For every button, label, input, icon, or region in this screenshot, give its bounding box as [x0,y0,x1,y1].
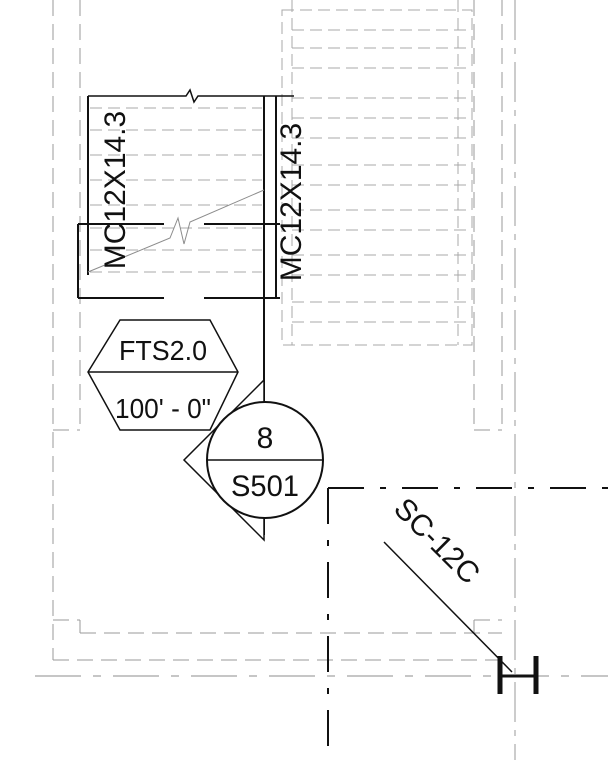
grid-lines [35,487,608,760]
hidden-geometry [52,0,516,760]
beam-break-line-top [88,88,294,104]
beam-framing [77,88,294,535]
column-symbol [497,656,539,694]
beam-break-diagonal [87,189,265,273]
deck-hatch [90,29,470,323]
column-tag-label: SC-12C [387,492,486,591]
beam-label-left: MC12X14.3 [99,111,132,269]
elevation-tag-name: FTS2.0 [119,335,207,366]
section-callout-sheet: S501 [231,470,299,503]
column-tag[interactable]: SC-12C [383,492,513,673]
section-callout-number: 8 [257,422,274,455]
elevation-tag[interactable]: FTS2.0 100' - 0" [87,319,239,431]
column-tag-leader [383,541,513,673]
elevation-tag-elevation: 100' - 0" [115,393,211,424]
hidden-panel-outline [281,9,473,346]
section-callout[interactable]: 8 S501 [182,378,324,542]
beam-label-right: MC12X14.3 [275,123,308,281]
